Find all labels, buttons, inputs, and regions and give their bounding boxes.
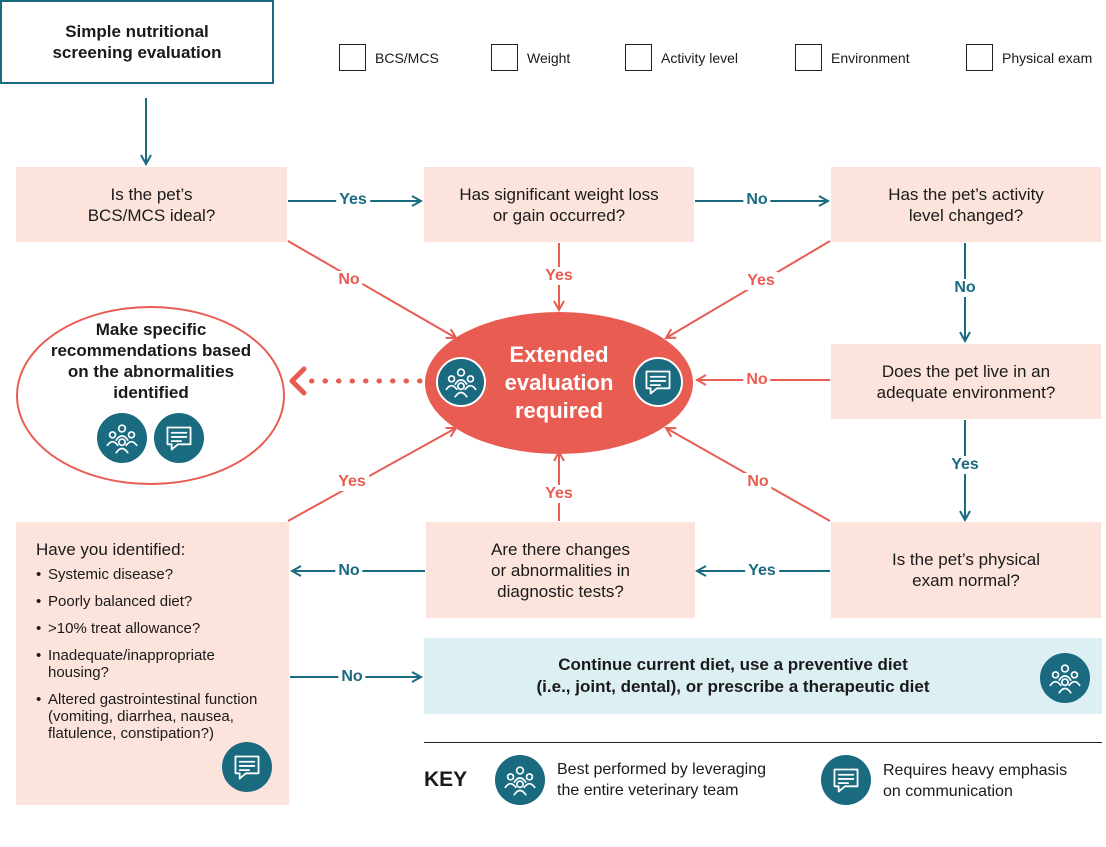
checkbox-square[interactable] (491, 44, 518, 71)
edge-label-identify-continue: No (338, 668, 366, 686)
key-divider (424, 742, 1102, 743)
identify-list: Systemic disease? Poorly balanced diet? … (36, 566, 289, 742)
checkbox-physical[interactable]: Physical exam (966, 44, 1092, 71)
edge-label-bcs-extended: No (335, 271, 363, 289)
node-diagnostic: Are there changes or abnormalities in di… (426, 522, 695, 618)
checkbox-square[interactable] (625, 44, 652, 71)
list-item: Systemic disease? (36, 566, 263, 583)
extended-evaluation-label: Extended evaluation required (504, 342, 614, 423)
speech-bubble-icon (154, 413, 204, 463)
node-physical: Is the pet’s physical exam normal? (831, 522, 1101, 618)
edge-label-activity-extended: Yes (744, 272, 778, 290)
node-bcs-label: Is the pet’s BCS/MCS ideal? (87, 184, 216, 225)
key-communication-label: Requires heavy emphasis on communication (883, 762, 1068, 800)
list-item: >10% treat allowance? (36, 620, 263, 637)
speech-bubble-icon (821, 755, 871, 805)
checkbox-bcs[interactable]: BCS/MCS (339, 44, 439, 71)
team-icon (1040, 653, 1090, 703)
team-icon (436, 357, 486, 407)
edge-label-weight-activity: No (743, 191, 771, 209)
checkbox-label: BCS/MCS (375, 49, 439, 66)
checkbox-square[interactable] (339, 44, 366, 71)
connector-bcs-extended (287, 240, 456, 338)
node-physical-label: Is the pet’s physical exam normal? (891, 550, 1041, 590)
start-label: Simple nutritional screening evaluation (52, 22, 222, 62)
list-item: Poorly balanced diet? (36, 593, 263, 610)
checkbox-environment[interactable]: Environment (795, 44, 910, 71)
checkbox-label: Weight (527, 49, 571, 66)
checkbox-activity[interactable]: Activity level (625, 44, 738, 71)
edge-label-physical-diagnostic: Yes (745, 562, 779, 580)
node-activity-label: Has the pet’s activity level changed? (888, 184, 1044, 225)
speech-bubble-icon (222, 742, 272, 792)
checkbox-label: Environment (831, 49, 910, 66)
start-box: Simple nutritional screening evaluation (0, 0, 274, 84)
node-bcs: Is the pet’s BCS/MCS ideal? (16, 167, 287, 242)
identify-title: Have you identified: (36, 540, 186, 559)
key-team-label: Best performed by leveraging the entire … (557, 761, 766, 799)
checkbox-label: Activity level (661, 49, 739, 66)
checkbox-square[interactable] (795, 44, 822, 71)
team-icon (495, 755, 545, 805)
node-diagnostic-label: Are there changes or abnormalities in di… (491, 539, 630, 601)
connector-identify-extended (287, 428, 456, 522)
edge-label-identify-extended: Yes (335, 473, 369, 491)
edge-label-bcs-weight: Yes (336, 191, 370, 209)
node-environment-label: Does the pet live in an adequate environ… (876, 361, 1056, 402)
node-weight: Has significant weight loss or gain occu… (424, 167, 694, 242)
list-item: Inadequate/inappropriate housing? (36, 647, 263, 681)
continue-diet-node: Continue current diet, use a preventive … (424, 638, 1102, 714)
recommendations-node (16, 306, 285, 485)
edge-label-weight-extended: Yes (542, 267, 576, 285)
edge-label-diagnostic-identify: No (335, 562, 363, 580)
node-weight-label: Has significant weight loss or gain occu… (459, 184, 659, 225)
speech-bubble-icon (633, 357, 683, 407)
edge-label-activity-environment: No (951, 279, 979, 297)
node-activity: Has the pet’s activity level changed? (831, 167, 1101, 242)
recommendations-label: Make specific recommendations based on t… (50, 320, 252, 402)
list-item: Altered gastrointestinal function (vomit… (36, 691, 263, 742)
edge-label-physical-extended: No (744, 473, 772, 491)
key-title: KEY (424, 768, 468, 791)
team-icon (97, 413, 147, 463)
chevron-left-icon (289, 366, 307, 396)
checkbox-label: Physical exam (1002, 49, 1093, 66)
edge-label-environment-extended: No (743, 371, 771, 389)
checkbox-square[interactable] (966, 44, 993, 71)
edge-label-diagnostic-extended: Yes (542, 485, 576, 503)
edge-label-environment-physical: Yes (948, 456, 982, 474)
node-environment: Does the pet live in an adequate environ… (831, 344, 1101, 419)
continue-diet-label: Continue current diet, use a preventive … (536, 655, 930, 696)
identify-box: Have you identified: Systemic disease? P… (16, 522, 289, 805)
checkbox-weight[interactable]: Weight (491, 44, 570, 71)
